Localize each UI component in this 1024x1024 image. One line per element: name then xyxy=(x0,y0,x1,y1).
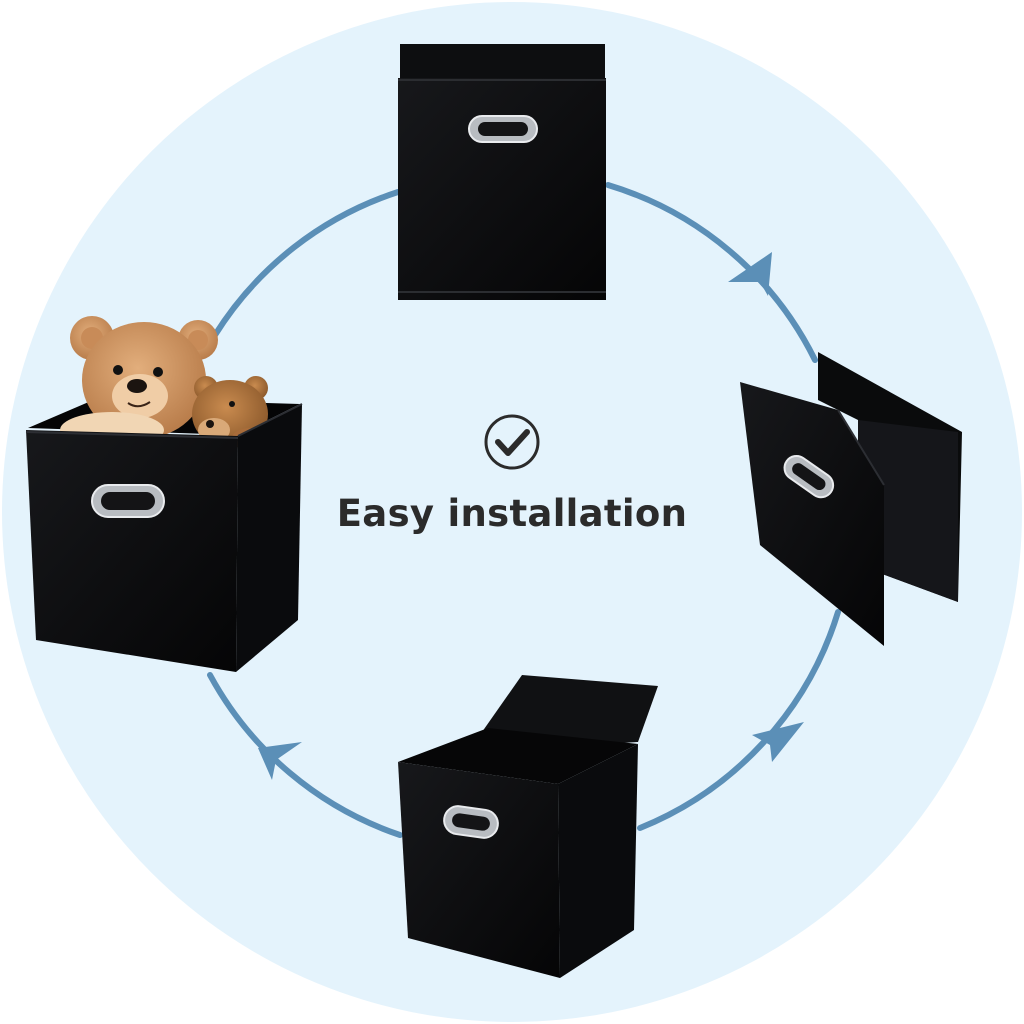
folded-bin-body xyxy=(398,78,606,300)
folded-bin-top-band xyxy=(400,44,605,84)
half-bin-front xyxy=(398,762,560,978)
arc-bottom-left xyxy=(207,672,403,838)
assembled-bin-side xyxy=(236,404,302,672)
arc-top-left xyxy=(212,189,401,338)
arc-top-right xyxy=(605,182,818,363)
half-assembled-bin xyxy=(398,675,658,978)
arc-bottom-right xyxy=(637,609,841,831)
arrowhead-bottom-right xyxy=(752,722,804,762)
assembled-bin-front xyxy=(26,430,238,672)
arrowhead-top-right xyxy=(728,252,772,296)
assembled-bin-with-toys xyxy=(25,316,303,672)
cycle-arrow-ring xyxy=(207,182,841,838)
unfolding-bin-front-panel xyxy=(740,382,884,646)
unfolding-bin xyxy=(740,352,962,646)
checkmark-circle-icon xyxy=(484,414,540,470)
half-bin-interior xyxy=(398,728,638,784)
folded-bin xyxy=(398,44,606,300)
arrowhead-bottom-left xyxy=(258,742,302,780)
half-bin-side xyxy=(558,744,638,978)
cycle-arrow-icon xyxy=(258,252,804,780)
headline: Easy installation xyxy=(336,492,688,535)
